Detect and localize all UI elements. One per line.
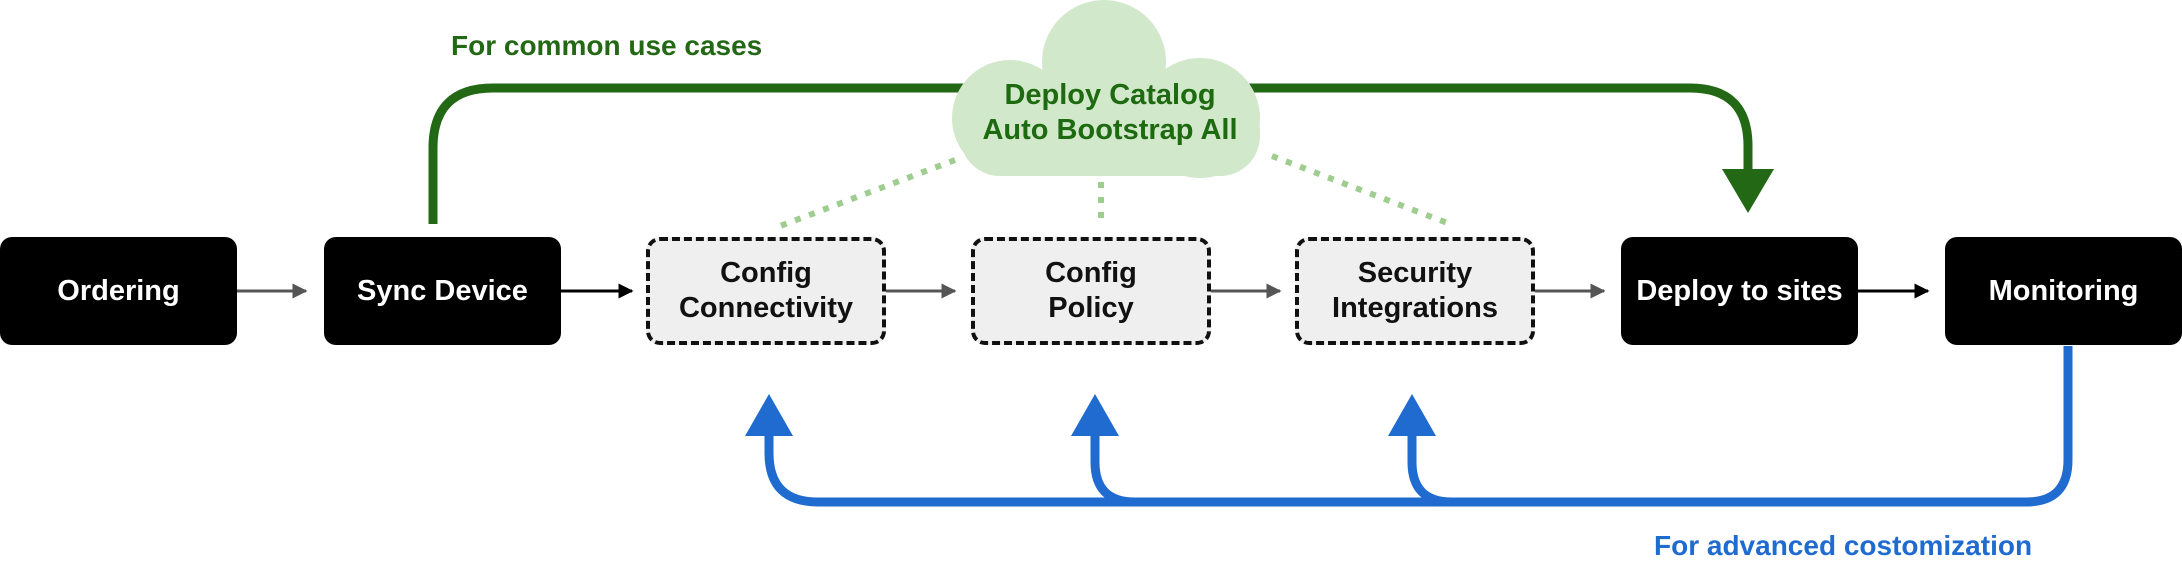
node-config-connectivity-line-2: Connectivity <box>678 292 854 324</box>
dotted-link-security <box>1270 153 1452 227</box>
node-config-connectivity: Config Connectivity <box>646 237 886 345</box>
dotted-link-connectivity <box>773 157 957 231</box>
node-security-integrations: Security Integrations <box>1295 237 1535 345</box>
node-ordering-line-1: Ordering <box>57 274 180 307</box>
node-sync-device-line-1: Sync Device <box>357 274 528 307</box>
node-monitoring: Monitoring <box>1945 237 2182 345</box>
common-path-arrowhead-icon <box>1722 169 1774 213</box>
node-ordering: Ordering <box>0 237 237 345</box>
advanced-path-line <box>764 346 2073 507</box>
node-deploy-to-sites: Deploy to sites <box>1621 237 1858 345</box>
node-config-connectivity-line-1: Config <box>720 257 812 289</box>
node-monitoring-line-1: Monitoring <box>1988 274 2139 307</box>
cloud-deploy-catalog: Deploy Catalog Auto Bootstrap All <box>950 78 1270 148</box>
node-security-integrations-line-1: Security <box>1357 257 1473 289</box>
node-security-integrations-line-2: Integrations <box>1332 292 1498 324</box>
common-use-cases-label: For common use cases <box>451 30 763 61</box>
advanced-path-branch-policy <box>1090 430 1136 507</box>
cloud-line-1: Deploy Catalog <box>1004 79 1216 111</box>
node-config-policy: Config Policy <box>971 237 1211 345</box>
node-sync-device: Sync Device <box>324 237 561 345</box>
cloud-line-2: Auto Bootstrap All <box>982 114 1238 146</box>
advanced-arrowhead-policy-icon <box>1071 394 1119 436</box>
node-config-policy-line-2: Policy <box>1048 292 1134 324</box>
cloud-shape <box>952 0 1260 178</box>
node-deploy-to-sites-line-1: Deploy to sites <box>1636 274 1843 307</box>
advanced-arrowhead-security-icon <box>1388 394 1436 436</box>
advanced-arrowhead-connectivity-icon <box>745 394 793 436</box>
node-config-policy-line-1: Config <box>1045 257 1137 289</box>
advanced-path-branch-security <box>1407 430 1453 507</box>
advanced-customization-label: For advanced costomization <box>1654 530 2033 561</box>
